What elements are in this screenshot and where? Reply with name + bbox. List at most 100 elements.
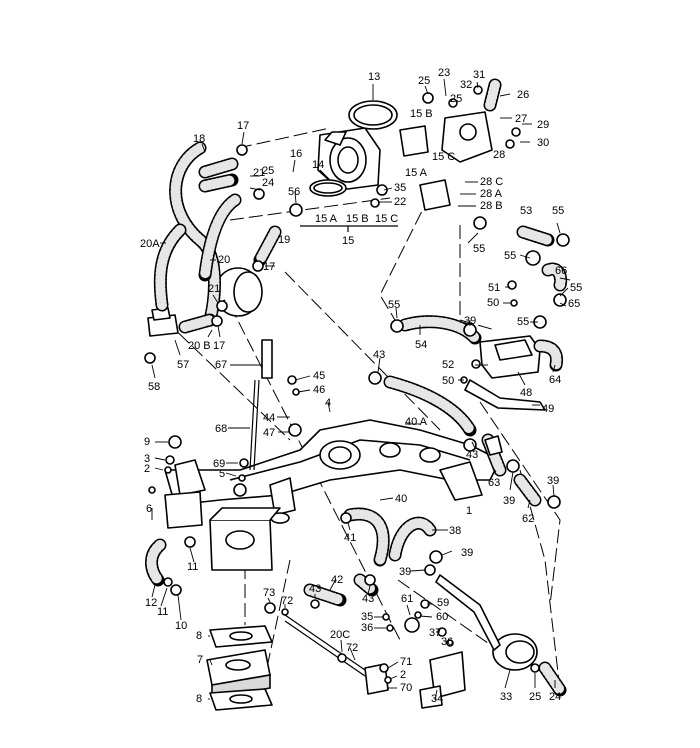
callout-55: 55 bbox=[504, 250, 516, 262]
callout-17: 17 bbox=[213, 340, 225, 352]
callout-61: 61 bbox=[401, 593, 413, 605]
callout-42: 42 bbox=[331, 574, 343, 586]
callout-54: 54 bbox=[415, 339, 427, 351]
callout-38: 38 bbox=[449, 525, 461, 537]
callout-55: 55 bbox=[570, 282, 582, 294]
group-label-15: 15 bbox=[342, 235, 354, 247]
callout-24: 24 bbox=[262, 177, 274, 189]
callout-28b: 28 B bbox=[480, 200, 503, 212]
callout-22: 22 bbox=[394, 196, 406, 208]
callout-39: 39 bbox=[464, 315, 476, 327]
callout-36: 36 bbox=[361, 622, 373, 634]
callout-4: 4 bbox=[325, 397, 331, 409]
callout-20b: 20 B bbox=[188, 340, 211, 352]
callout-8: 8 bbox=[196, 630, 202, 642]
callout-33: 33 bbox=[500, 691, 512, 703]
leader-lines bbox=[151, 78, 571, 701]
callout-72: 72 bbox=[281, 595, 293, 607]
callout-60: 60 bbox=[436, 611, 448, 623]
callout-15b: 15 B bbox=[410, 108, 433, 120]
callout-31: 31 bbox=[473, 69, 485, 81]
callout-24: 24 bbox=[549, 691, 561, 703]
callout-55: 55 bbox=[388, 299, 400, 311]
throttle-body-assembly bbox=[309, 100, 493, 211]
callout-65: 65 bbox=[568, 298, 580, 310]
group-label-15a: 15 A bbox=[315, 213, 338, 225]
callout-3: 3 bbox=[144, 453, 150, 465]
callout-1: 1 bbox=[466, 505, 472, 517]
callout-47: 47 bbox=[263, 427, 275, 439]
callout-9: 9 bbox=[144, 436, 150, 448]
callout-10: 10 bbox=[175, 620, 187, 632]
group-label-15b: 15 B bbox=[346, 213, 369, 225]
callout-55: 55 bbox=[517, 316, 529, 328]
group-bracket-15 bbox=[300, 225, 398, 232]
callout-58: 58 bbox=[148, 381, 160, 393]
callout-39: 39 bbox=[399, 566, 411, 578]
callout-63: 63 bbox=[488, 477, 500, 489]
callout-36: 36 bbox=[441, 636, 453, 648]
callout-35: 35 bbox=[361, 611, 373, 623]
callout-53: 53 bbox=[520, 205, 532, 217]
callout-27: 27 bbox=[515, 113, 527, 125]
callout-72: 72 bbox=[346, 642, 358, 654]
callout-50: 50 bbox=[442, 375, 454, 387]
callout-59: 59 bbox=[437, 597, 449, 609]
callout-labels: 13 25 23 32 31 26 15 B 25 27 29 30 18 17… bbox=[140, 67, 582, 705]
callout-62: 62 bbox=[522, 513, 534, 525]
callout-20c: 20C bbox=[330, 629, 350, 641]
callout-41: 41 bbox=[344, 532, 356, 544]
callout-8: 8 bbox=[196, 693, 202, 705]
callout-11: 11 bbox=[187, 561, 198, 573]
callout-51: 51 bbox=[488, 282, 500, 294]
callout-30: 30 bbox=[537, 137, 549, 149]
callout-15c: 15 C bbox=[432, 151, 455, 163]
callout-34: 34 bbox=[431, 693, 443, 705]
resonator-chamber bbox=[464, 335, 546, 411]
callout-57: 57 bbox=[177, 359, 189, 371]
hardware bbox=[144, 85, 570, 684]
callout-19: 19 bbox=[278, 234, 290, 246]
callout-5: 5 bbox=[219, 468, 225, 480]
pressure-regulator bbox=[364, 617, 538, 709]
callout-28c: 28 C bbox=[480, 176, 503, 188]
callout-15a: 15 A bbox=[405, 167, 428, 179]
callout-43: 43 bbox=[309, 583, 321, 595]
callout-52: 52 bbox=[442, 359, 454, 371]
callout-45: 45 bbox=[313, 370, 325, 382]
callout-43: 43 bbox=[373, 349, 385, 361]
callout-28: 28 bbox=[493, 149, 505, 161]
gasket-spacer-stack bbox=[206, 625, 273, 711]
callout-46: 46 bbox=[313, 384, 325, 396]
callout-69: 69 bbox=[213, 458, 225, 470]
callout-39: 39 bbox=[503, 495, 515, 507]
group-label-15c: 15 C bbox=[375, 213, 398, 225]
callout-71: 71 bbox=[400, 656, 412, 668]
callout-14: 14 bbox=[312, 159, 324, 171]
callout-64: 64 bbox=[549, 374, 561, 386]
intake-manifold bbox=[164, 419, 501, 524]
callout-2: 2 bbox=[400, 669, 406, 681]
callout-56: 56 bbox=[288, 186, 300, 198]
callout-39: 39 bbox=[547, 475, 559, 487]
callout-16: 16 bbox=[290, 148, 302, 160]
callout-25: 25 bbox=[529, 691, 541, 703]
callout-17: 17 bbox=[237, 120, 249, 132]
callout-35: 35 bbox=[394, 182, 406, 194]
callout-25: 25 bbox=[262, 165, 274, 177]
callout-43: 43 bbox=[466, 449, 478, 461]
callout-28a: 28 A bbox=[480, 188, 503, 200]
intake-flanges bbox=[164, 491, 281, 571]
solenoid-valve bbox=[147, 307, 179, 337]
callout-20a: 20A bbox=[140, 238, 160, 250]
callout-37: 37 bbox=[429, 627, 441, 639]
callout-13: 13 bbox=[368, 71, 380, 83]
callout-55: 55 bbox=[552, 205, 564, 217]
callout-44: 44 bbox=[263, 412, 275, 424]
callout-50: 50 bbox=[487, 297, 499, 309]
callout-17: 17 bbox=[263, 261, 275, 273]
callout-25: 25 bbox=[450, 93, 462, 105]
callout-32: 32 bbox=[460, 79, 472, 91]
callout-48: 48 bbox=[520, 387, 532, 399]
